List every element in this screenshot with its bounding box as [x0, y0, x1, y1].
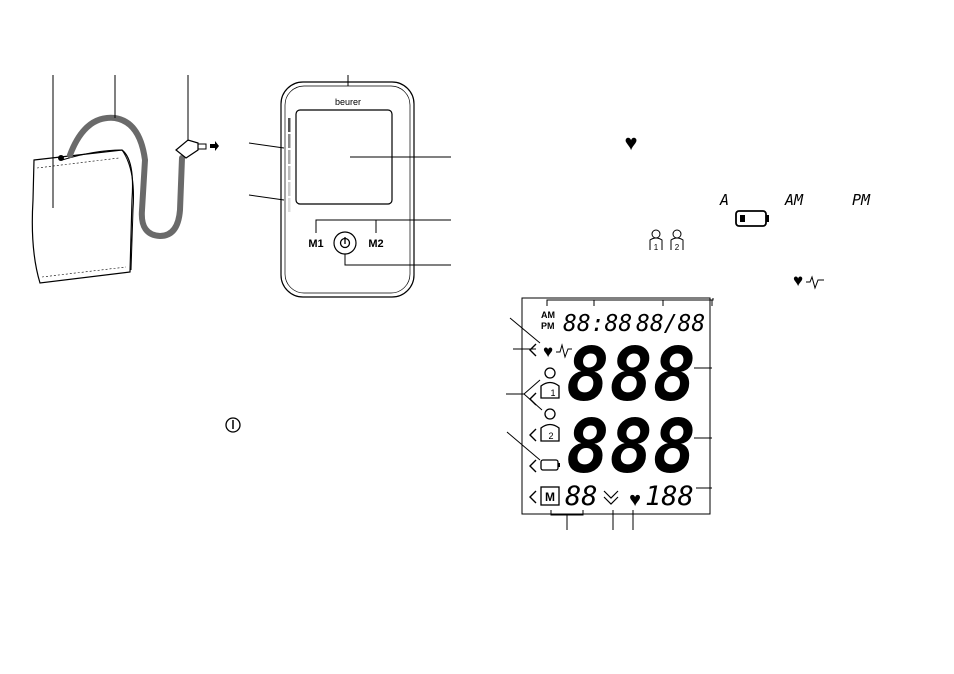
cuff-back: [61, 149, 134, 271]
lcd-battery-icon: [540, 459, 560, 471]
power-symbol-in-text: [225, 417, 241, 433]
svg-text:1: 1: [654, 243, 659, 252]
arrhythmia-icon-inline: ♥: [793, 271, 824, 290]
lcd-char-a: A: [719, 191, 729, 209]
monitor-device: beurer M1 M2: [248, 75, 451, 298]
battery-icon: [735, 210, 769, 227]
connect-arrow: [210, 141, 219, 151]
m1-button[interactable]: M1: [308, 238, 323, 250]
memory-badge: M: [545, 490, 555, 504]
svg-text:2: 2: [675, 243, 680, 252]
cuff-group: [31, 75, 219, 284]
brand-logo: beurer: [335, 97, 361, 107]
time-display: 88:88: [563, 311, 632, 337]
svg-text:2: 2: [548, 431, 553, 441]
lcd-char-pm: PM: [852, 191, 871, 209]
systolic-display: 888: [566, 332, 696, 418]
pulse-heart-icon: ♥: [629, 489, 641, 511]
cuff-stitching: [36, 157, 127, 278]
memory-badge-frame: [540, 486, 560, 506]
user-icons-inline: 1 2: [649, 229, 684, 252]
lcd-display: AM PM 88:88 88/88 ♥ 1 2: [521, 297, 711, 515]
svg-text:1: 1: [550, 388, 555, 398]
date-display: 88/88: [636, 311, 705, 337]
pm-indicator: PM: [541, 321, 555, 331]
m2-button[interactable]: M2: [368, 238, 383, 250]
hose: [67, 114, 185, 240]
cuff: [31, 149, 134, 284]
memory-number: 88: [565, 481, 598, 512]
lcd-user-2-icon: 2: [540, 408, 560, 442]
am-indicator: AM: [541, 310, 555, 320]
diastolic-display: 888: [566, 404, 696, 490]
hose-connector: [175, 139, 199, 159]
pulse-display: 188: [645, 481, 694, 512]
lcd-char-am: AM: [784, 191, 804, 209]
svg-text:♥: ♥: [793, 271, 803, 290]
down-chevron-icon: [603, 490, 619, 499]
heart-icon: ♥: [624, 130, 637, 155]
lcd-user-1-icon: 1: [540, 367, 560, 399]
lcd-frame: [521, 297, 711, 515]
lcd-leaders: [506, 298, 714, 530]
lcd-arrhythmia-icon: ♥: [543, 342, 572, 361]
risk-indicator: [288, 118, 291, 212]
svg-text:♥: ♥: [543, 342, 553, 361]
